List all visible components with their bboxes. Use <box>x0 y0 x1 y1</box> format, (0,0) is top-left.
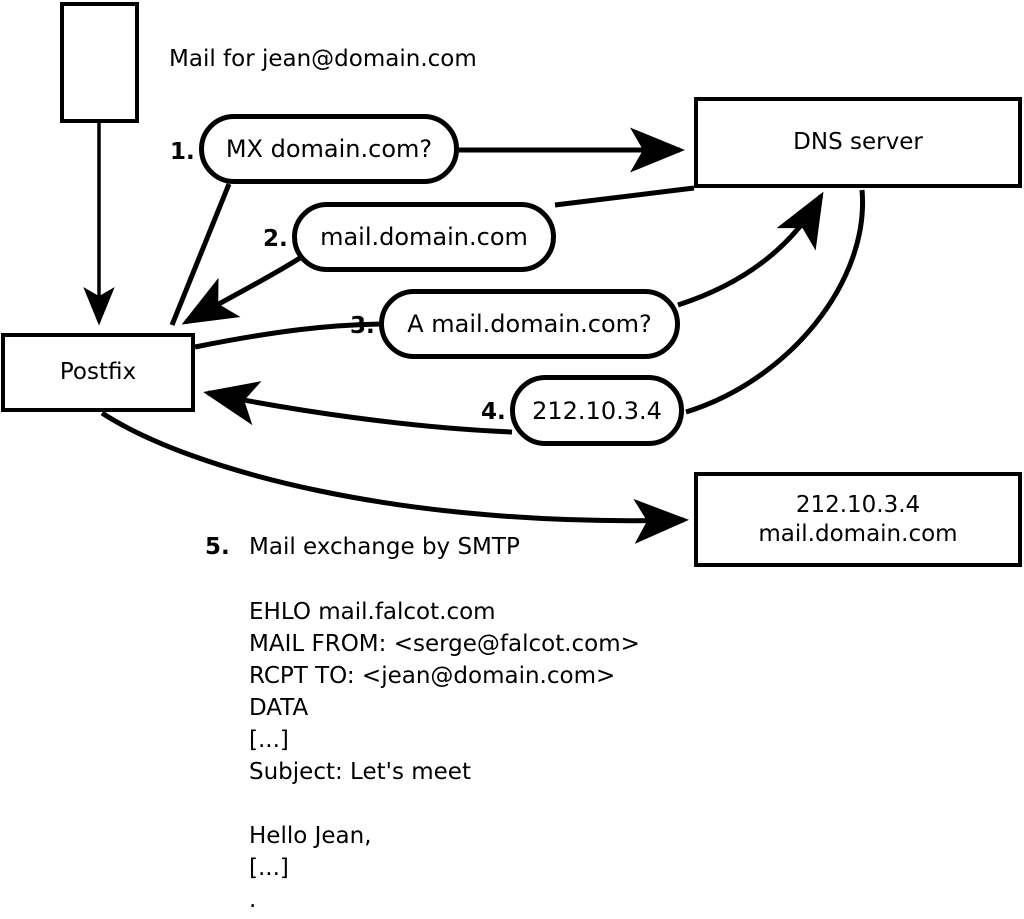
connector-step3-to-dns <box>677 191 824 308</box>
dns-server-node[interactable]: DNS server <box>694 97 1022 188</box>
remote-mx-ip: 212.10.3.4 <box>795 492 921 519</box>
transcript-line: EHLO mail.falcot.com <box>249 599 496 625</box>
connector-step2-to-postfix <box>181 255 302 325</box>
transcript-line: Subject: Let's meet <box>249 759 471 785</box>
mail-for-note: Mail for jean@domain.com <box>169 46 477 72</box>
connector-dns-to-step2 <box>554 185 695 208</box>
transcript-line: [...] <box>249 727 289 753</box>
connector-postfix-to-remote-mx <box>100 410 689 544</box>
step-5-message-label: Mail exchange by SMTP <box>249 534 520 560</box>
transcript-blank-line <box>249 788 640 820</box>
transcript-line: DATA <box>249 695 309 721</box>
client-box[interactable] <box>60 2 139 123</box>
step-1-number: 1. <box>170 139 195 165</box>
remote-mx-hostname: mail.domain.com <box>758 520 958 547</box>
step-3-message-pill[interactable]: A mail.domain.com? <box>379 289 680 359</box>
step-4-message-label: 212.10.3.4 <box>532 396 662 425</box>
step-5-number: 5. <box>205 534 230 560</box>
smtp-transcript: EHLO mail.falcot.com MAIL FROM: <serge@f… <box>249 596 640 916</box>
step-2-number: 2. <box>263 226 288 252</box>
connector-postfix-to-step3 <box>194 321 382 350</box>
remote-mx-node[interactable]: 212.10.3.4 mail.domain.com <box>694 472 1022 567</box>
dns-server-node-label: DNS server <box>793 129 923 156</box>
step-2-message-label: mail.domain.com <box>320 223 528 251</box>
transcript-line: [...] <box>249 855 289 881</box>
step-4-number: 4. <box>481 399 506 425</box>
postfix-node-label: Postfix <box>59 359 137 386</box>
postfix-node[interactable]: Postfix <box>1 333 195 412</box>
step-4-message-pill[interactable]: 212.10.3.4 <box>510 375 684 446</box>
step-1-message-label: MX domain.com? <box>225 135 433 163</box>
transcript-line: MAIL FROM: <serge@falcot.com> <box>249 631 640 657</box>
step-3-number: 3. <box>350 313 375 339</box>
connector-step4-to-postfix <box>203 381 513 435</box>
transcript-line: RCPT TO: <jean@domain.com> <box>249 663 616 689</box>
step-2-message-pill[interactable]: mail.domain.com <box>292 202 556 272</box>
transcript-line: Hello Jean, <box>249 823 372 849</box>
connector-postfix-to-step1 <box>169 183 232 326</box>
step-3-message-label: A mail.domain.com? <box>407 310 652 338</box>
step-1-message-pill[interactable]: MX domain.com? <box>199 114 459 184</box>
connector-dns-to-step4 <box>685 189 866 415</box>
transcript-line: . <box>249 887 257 913</box>
